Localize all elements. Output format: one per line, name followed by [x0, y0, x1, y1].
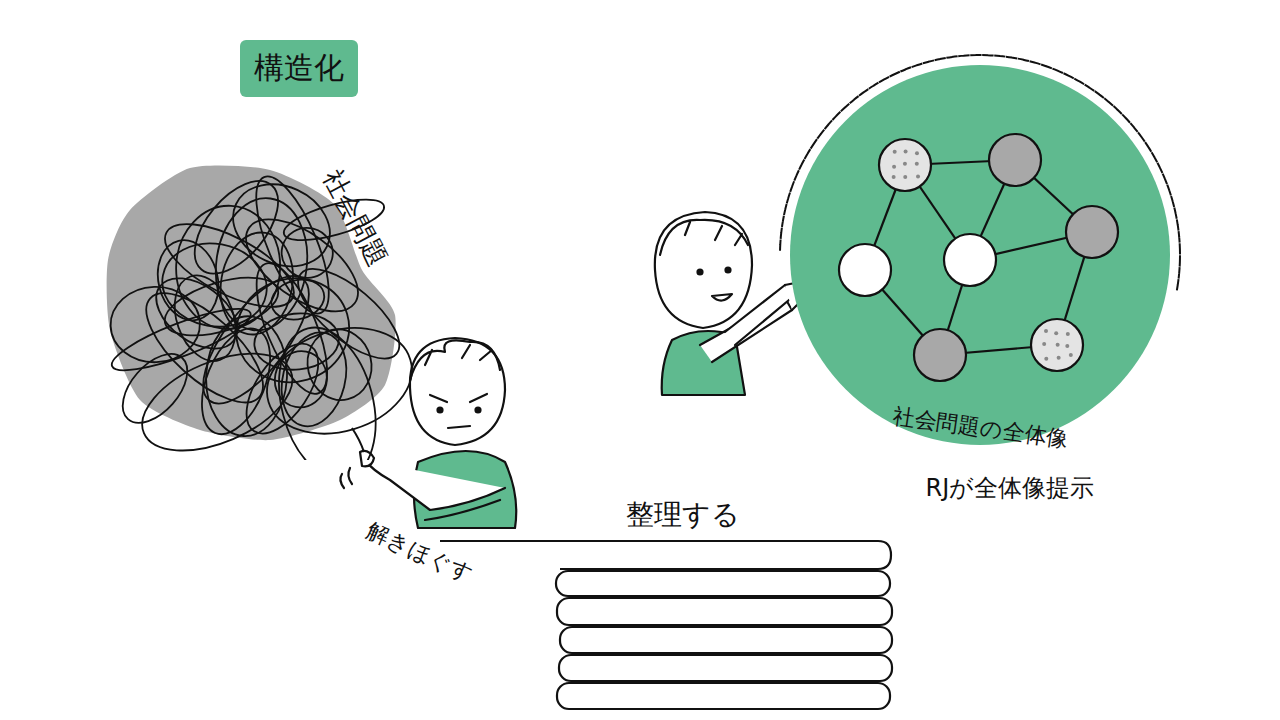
problem-cloud: 社会問題: [100, 150, 420, 460]
texture-dot: [1065, 344, 1069, 348]
texture-dot: [915, 151, 919, 155]
network-dot: [914, 329, 966, 381]
texture-dot: [1056, 343, 1060, 347]
network-dot: [839, 244, 891, 296]
texture-dot: [1066, 332, 1070, 336]
cloud-shape: [100, 150, 420, 460]
texture-dot: [892, 165, 896, 169]
dashed-outline: [780, 55, 1180, 291]
texture-dot: [1054, 331, 1058, 335]
network-dot: [1066, 206, 1118, 258]
network-dot: [879, 139, 931, 191]
network-dot: [989, 134, 1041, 186]
texture-dot: [904, 150, 908, 154]
annotation: 解きほぐす: [363, 519, 477, 587]
stacked-bars: [440, 541, 892, 709]
texture-dot: [903, 162, 907, 166]
network: [839, 134, 1118, 381]
scribble: [106, 166, 420, 460]
green-circle: [790, 65, 1170, 445]
thread: [352, 428, 364, 452]
texture-dot: [1042, 342, 1046, 346]
annotation: RJが全体像提示: [926, 475, 1095, 501]
person-presenting: [655, 212, 804, 395]
whole-picture-circle: 社会問題の全体像: [775, 50, 1185, 460]
network-dot: [944, 234, 996, 286]
title-tag: 構造化: [240, 40, 358, 97]
network-dot: [1031, 319, 1083, 371]
grey-cloud: [107, 165, 396, 440]
annotation: 整理する: [626, 500, 740, 531]
texture-dot: [903, 175, 907, 179]
texture-dot: [1057, 356, 1061, 360]
circle-shape: [775, 50, 1185, 460]
texture-dot: [1044, 357, 1048, 361]
texture-dot: [915, 162, 919, 166]
texture-dot: [916, 174, 920, 178]
texture-dot: [1044, 329, 1048, 333]
texture-dot: [893, 150, 897, 154]
texture-dot: [1069, 353, 1073, 357]
texture-dot: [892, 175, 896, 179]
